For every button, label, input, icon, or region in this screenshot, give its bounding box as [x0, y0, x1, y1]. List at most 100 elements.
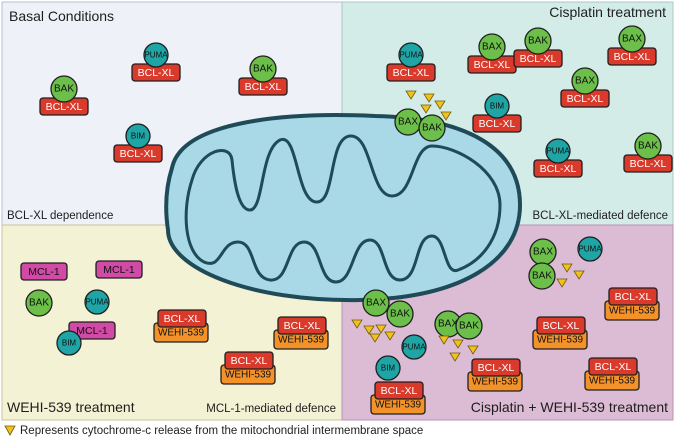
- combo-cytochrome-c-10: [452, 339, 464, 349]
- combo-free-bax-1-label: BAX: [533, 247, 553, 258]
- cis-bax-complex-2-bax-shape: [618, 25, 646, 53]
- combo-bclxl-5-bclxl-shape: [374, 381, 424, 400]
- cis-bak-complex-bak: BAK: [524, 27, 552, 55]
- combo-bclxl-2-bclxl: BCL-XL: [536, 316, 586, 335]
- combo-bclxl-2-bclxl-label: BCL-XL: [543, 320, 580, 332]
- cis-bak-complex-bak-shape: [524, 27, 552, 55]
- cis-bax-complex-2-bclxl: BCL-XL: [607, 47, 657, 66]
- basal-bim-complex-bim-label: BIM: [131, 132, 146, 141]
- cis-bax-complex-bclxl-label: BCL-XL: [474, 59, 511, 71]
- cis-cytochrome-c-2: [423, 93, 435, 103]
- combo-cytochrome-c-7: [369, 333, 381, 343]
- combo-bclxl-4-bclxl: BCL-XL: [588, 357, 638, 376]
- combo-free-bak-1-label: BAK: [532, 271, 552, 282]
- wehi-mcl1-3-label: MCL-1: [76, 325, 108, 337]
- cis-free-bax-label: BAX: [398, 117, 418, 128]
- combo-cytochrome-c-1: [561, 263, 573, 273]
- cis-cytochrome-c-1: [405, 90, 417, 100]
- panel-title-combo: Cisplatin + WEHI-539 treatment: [471, 399, 668, 415]
- cis-bak-complex-2-bak-shape: [634, 132, 662, 160]
- wehi-free-puma-shape: [84, 289, 110, 315]
- combo-cytochrome-c-11: [449, 352, 461, 362]
- basal-bak-complex-bclxl-label: BCL-XL: [46, 101, 83, 113]
- cis-bim-complex-bclxl-label: BCL-XL: [479, 118, 516, 130]
- cis-cytochrome-c-4: [420, 104, 432, 114]
- cis-bim-complex-bim-shape: [484, 93, 510, 119]
- wehi-bclxl-1-bclxl: BCL-XL: [157, 309, 207, 328]
- basal-bak-complex-bclxl: BCL-XL: [39, 97, 89, 116]
- wehi-bclxl-2-bclxl-shape: [277, 316, 327, 335]
- cis-free-bak-shape: [418, 114, 446, 142]
- wehi-free-bim-label: BIM: [62, 339, 77, 348]
- wehi-free-bak-label: BAK: [29, 298, 49, 309]
- cis-puma-complex-puma-label: PUMA: [399, 51, 423, 60]
- combo-cytochrome-c-8: [384, 331, 396, 341]
- combo-free-bax-3-label: BAX: [438, 319, 458, 330]
- wehi-mcl1-2: MCL-1: [95, 260, 143, 279]
- cis-cytochrome-c-5: [440, 111, 452, 121]
- combo-free-bak-2-label: BAK: [390, 309, 410, 320]
- wehi-bclxl-3-bclxl-label: BCL-XL: [231, 355, 268, 367]
- basal-puma-complex-bclxl: BCL-XL: [131, 63, 181, 82]
- combo-free-bak-1: BAK: [528, 262, 556, 290]
- mitochondrion: [164, 113, 523, 303]
- wehi-free-puma-label: PUMA: [85, 298, 109, 307]
- wehi-bclxl-1-wehi539-label: WEHI-539: [158, 328, 205, 339]
- cis-puma-complex-puma-shape: [398, 42, 424, 68]
- cis-bak-complex-2-bak-label: BAK: [638, 141, 658, 152]
- wehi-bclxl-2-wehi539-label: WEHI-539: [278, 335, 325, 346]
- cis-bax-complex-2-bax: BAX: [618, 25, 646, 53]
- cis-bak-complex-bclxl: BCL-XL: [513, 49, 563, 68]
- combo-bclxl-1-bclxl-label: BCL-XL: [615, 291, 652, 303]
- wehi-bclxl-3-wehi539-label: WEHI-539: [225, 370, 272, 381]
- wehi-mcl1-2-shape: [95, 260, 143, 279]
- combo-free-bax-2: BAX: [362, 289, 390, 317]
- combo-bclxl-1-bclxl: BCL-XL: [608, 287, 658, 306]
- cis-puma-complex-2-bclxl: BCL-XL: [533, 159, 583, 178]
- combo-free-puma-1-shape: [577, 236, 603, 262]
- combo-free-puma-2-shape: [401, 334, 427, 360]
- basal-puma-complex-puma-label: PUMA: [144, 51, 168, 60]
- basal-bim-complex-bclxl-label: BCL-XL: [120, 148, 157, 160]
- panel-subtitle-cisplatin: BCL-XL-mediated defence: [532, 210, 668, 222]
- cis-puma-complex-2-puma-label: PUMA: [546, 147, 570, 156]
- wehi-free-bak-shape: [25, 289, 53, 317]
- cis-bax-complex-bax: BAX: [478, 33, 506, 61]
- basal-bak-complex-2-bak-label: BAK: [253, 64, 273, 75]
- basal-bak-complex-2-bak-shape: [249, 55, 277, 83]
- combo-bclxl-5-wehi539-label: WEHI-539: [375, 400, 422, 411]
- wehi-bclxl-3-bclxl: BCL-XL: [224, 351, 274, 370]
- basal-puma-complex-puma-shape: [143, 42, 169, 68]
- cis-puma-complex-bclxl-label: BCL-XL: [393, 67, 430, 79]
- combo-free-bax-2-shape: [362, 289, 390, 317]
- wehi-bclxl-1-bclxl-shape: [157, 309, 207, 328]
- cis-puma-complex-2-puma: PUMA: [545, 138, 571, 164]
- cis-bak-complex-2-bak: BAK: [634, 132, 662, 160]
- combo-cytochrome-c-9: [438, 335, 450, 345]
- combo-bclxl-3-bclxl: BCL-XL: [471, 358, 521, 377]
- combo-free-bim-shape: [375, 355, 401, 381]
- cis-bax-complex-2-bclxl-label: BCL-XL: [614, 51, 651, 63]
- combo-bclxl-3-bclxl-shape: [471, 358, 521, 377]
- combo-bclxl-1-bclxl-shape: [608, 287, 658, 306]
- basal-bak-complex-2-bak: BAK: [249, 55, 277, 83]
- mitochondrion-inner-membrane-cristae: [184, 134, 502, 284]
- cis-bim-complex-bim-label: BIM: [490, 102, 505, 111]
- combo-bclxl-2-wehi539-label: WEHI-539: [537, 335, 584, 346]
- basal-bak-complex-bak-shape: [50, 75, 78, 103]
- legend: Represents cytochrome-c release from the…: [4, 425, 423, 437]
- wehi-bclxl-2-wehi539: WEHI-539: [273, 329, 329, 350]
- combo-free-puma-1-label: PUMA: [578, 245, 602, 254]
- wehi-mcl1-2-label: MCL-1: [103, 264, 135, 276]
- wehi-free-puma: PUMA: [84, 289, 110, 315]
- cis-bax-complex-3-bax: BAX: [571, 67, 599, 95]
- combo-bclxl-4-bclxl-shape: [588, 357, 638, 376]
- combo-bclxl-5-bclxl-label: BCL-XL: [381, 385, 418, 397]
- combo-free-bak-3-label: BAK: [459, 321, 479, 332]
- cis-bax-complex-bax-label: BAX: [482, 42, 502, 53]
- cis-bak-complex-2-bclxl-label: BCL-XL: [630, 158, 667, 170]
- wehi-bclxl-1-bclxl-label: BCL-XL: [164, 313, 201, 325]
- combo-bclxl-4-wehi539-label: WEHI-539: [589, 376, 636, 387]
- combo-free-bak-2-shape: [386, 300, 414, 328]
